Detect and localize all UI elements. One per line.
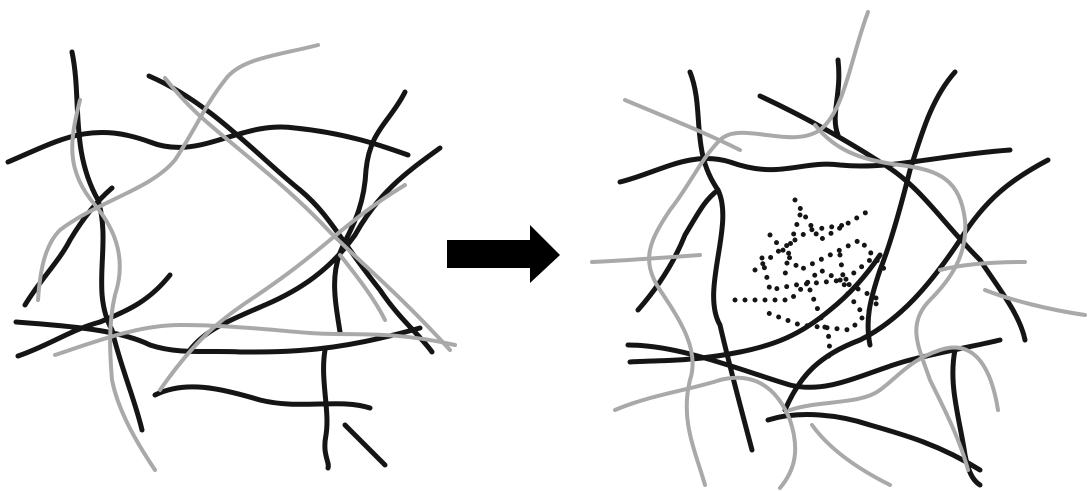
black-fiber [620, 150, 1010, 182]
gray-fiber [812, 425, 890, 485]
filler-chain [735, 270, 880, 330]
panel-before [8, 45, 455, 470]
gray-fiber [790, 348, 998, 411]
black-fiber [324, 350, 329, 468]
black-fiber [835, 60, 839, 135]
gray-fiber [72, 100, 155, 470]
gray-fiber [625, 100, 740, 150]
black-fiber [155, 387, 370, 408]
black-fiber [785, 160, 1048, 410]
black-fiber [760, 96, 1025, 340]
gray-fiber [165, 78, 450, 350]
gray-fiber [592, 255, 700, 262]
black-fiber [690, 72, 752, 450]
black-fiber [72, 52, 142, 430]
black-fiber [345, 425, 385, 465]
gray-fiber [615, 378, 795, 488]
gray-fiber [649, 12, 868, 485]
panel-after [592, 12, 1085, 488]
filler-chain [810, 290, 830, 362]
black-fiber [768, 415, 980, 470]
gray-fiber [985, 290, 1085, 315]
filler-chain [795, 200, 870, 240]
black-fibers [8, 52, 440, 468]
black-fiber [8, 127, 408, 162]
right-arrow-icon [447, 225, 560, 283]
